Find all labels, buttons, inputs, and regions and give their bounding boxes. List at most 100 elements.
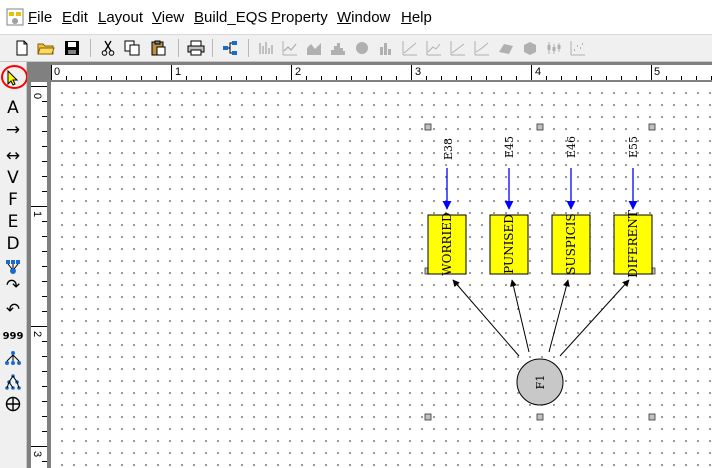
diagram-canvas[interactable]: E38 E45 E46 E55 WORRIED PUNISED SUSPICIS… xyxy=(51,82,712,468)
chart-button-1[interactable] xyxy=(256,38,276,58)
menu-file[interactable]: File xyxy=(28,9,53,26)
chart-button-6[interactable] xyxy=(376,38,396,58)
selection-handle[interactable] xyxy=(424,413,432,421)
line-chart-icon xyxy=(426,41,441,56)
rotate-ccw-icon: ↶ xyxy=(5,300,21,320)
factor-model-icon xyxy=(6,260,20,274)
double-arrow-icon: ↔ xyxy=(5,146,21,166)
numbers-tool-icon: 999 xyxy=(2,330,24,342)
loading-arrow[interactable] xyxy=(559,279,630,357)
chart-button-11[interactable] xyxy=(496,38,516,58)
hierarchy-tool-button[interactable] xyxy=(2,372,24,392)
v-tool-icon: V xyxy=(7,168,19,188)
chart-button-14[interactable] xyxy=(568,38,588,58)
copy-button[interactable] xyxy=(122,38,142,58)
chart-button-2[interactable] xyxy=(280,38,300,58)
menu-property[interactable]: Property xyxy=(271,9,328,26)
vertical-ruler[interactable]: 0 1 2 3 xyxy=(27,82,51,468)
f-tool-button[interactable]: F xyxy=(2,190,24,210)
ruler-label: 1 xyxy=(31,210,44,218)
cut-button[interactable] xyxy=(98,38,118,58)
cube-chart-icon xyxy=(524,42,536,55)
ruler-label: 0 xyxy=(54,66,61,78)
selection-handle[interactable] xyxy=(536,413,544,421)
pie-chart-icon xyxy=(356,42,368,54)
error-label-e55[interactable]: E55 xyxy=(627,136,640,158)
variable-label-diferent: DIFERENT xyxy=(626,210,640,278)
variable-box-punised[interactable] xyxy=(489,214,529,275)
ruler-label: 0 xyxy=(31,92,44,100)
chart-button-4[interactable] xyxy=(328,38,348,58)
line-chart-icon xyxy=(282,41,297,56)
print-button[interactable] xyxy=(186,38,206,58)
ruler-label: 2 xyxy=(295,66,302,78)
ruler-ticks xyxy=(51,65,712,80)
menu-help[interactable]: Help xyxy=(401,9,432,26)
error-label-e45[interactable]: E45 xyxy=(503,136,516,158)
error-label-e38[interactable]: E38 xyxy=(442,138,455,160)
horizontal-ruler[interactable]: 0 1 2 3 4 5 xyxy=(51,62,712,82)
text-tool-button[interactable]: A xyxy=(2,98,24,118)
rotate-cw-button[interactable]: ↷ xyxy=(2,276,24,296)
save-button[interactable] xyxy=(62,38,82,58)
area-chart-icon xyxy=(307,43,321,55)
d-tool-button[interactable]: D xyxy=(2,234,24,254)
selection-handle[interactable] xyxy=(648,123,656,131)
chart-button-13[interactable] xyxy=(544,38,564,58)
loading-arrow[interactable] xyxy=(452,279,520,357)
chart-button-5[interactable] xyxy=(352,38,372,58)
v-tool-button[interactable]: V xyxy=(2,168,24,188)
new-file-button[interactable] xyxy=(12,38,32,58)
numbers-tool-button[interactable]: 999 xyxy=(2,326,24,346)
diagram-icon xyxy=(223,41,237,55)
tree-tool-button[interactable] xyxy=(2,348,24,368)
variable-box-diferent[interactable] xyxy=(613,214,653,275)
menu-layout[interactable]: Layout xyxy=(98,9,144,26)
chart-button-10[interactable] xyxy=(472,38,492,58)
variable-box-worried[interactable] xyxy=(427,214,467,275)
paste-button[interactable] xyxy=(148,38,168,58)
crosshair-icon xyxy=(5,396,21,412)
tree-icon xyxy=(5,351,21,365)
menu-window[interactable]: Window xyxy=(337,9,391,26)
chart-button-7[interactable] xyxy=(400,38,420,58)
error-label-e46[interactable]: E46 xyxy=(565,136,578,158)
chart-button-8[interactable] xyxy=(424,38,444,58)
chart-button-9[interactable] xyxy=(448,38,468,58)
error-arrows xyxy=(442,168,638,210)
chart-button-12[interactable] xyxy=(520,38,540,58)
rotate-ccw-button[interactable]: ↶ xyxy=(2,300,24,320)
crosshair-tool-button[interactable] xyxy=(2,394,24,414)
variable-label-suspicis: SUSPICIS xyxy=(564,213,578,275)
arrow-tool-button[interactable]: → xyxy=(2,120,24,140)
ruler-label: 3 xyxy=(415,66,422,78)
menu-edit[interactable]: Edit xyxy=(62,9,88,26)
ruler-label: 3 xyxy=(31,450,44,458)
arrow-right-icon: → xyxy=(5,120,21,140)
open-file-button[interactable] xyxy=(36,38,56,58)
chart-button-3[interactable] xyxy=(304,38,324,58)
variable-box-suspicis[interactable] xyxy=(551,214,591,275)
loading-arrow[interactable] xyxy=(548,279,570,353)
open-folder-icon xyxy=(37,43,55,55)
double-arrow-tool-button[interactable]: ↔ xyxy=(2,146,24,166)
selection-handle[interactable] xyxy=(536,123,544,131)
ruler-corner xyxy=(27,62,51,82)
diagram-tool-button[interactable] xyxy=(220,38,240,58)
paste-icon xyxy=(151,40,166,56)
toolbar-separator xyxy=(178,39,179,57)
ruler-label: 2 xyxy=(31,330,44,338)
selection-handle[interactable] xyxy=(648,413,656,421)
d-tool-icon: D xyxy=(6,234,20,254)
path-diagram: E38 E45 E46 E55 WORRIED PUNISED SUSPICIS… xyxy=(424,123,656,421)
factor-circle-f1[interactable] xyxy=(516,358,564,406)
e-tool-button[interactable]: E xyxy=(2,212,24,232)
menu-bar: File Edit Layout View Build_EQS Property… xyxy=(0,0,712,34)
ruler-ticks xyxy=(31,86,47,462)
loading-arrow[interactable] xyxy=(510,279,530,353)
menu-view[interactable]: View xyxy=(152,9,185,26)
factor-model-tool-button[interactable] xyxy=(2,257,24,277)
ruler-label: 5 xyxy=(654,66,661,78)
menu-build-eqs[interactable]: Build_EQS xyxy=(194,9,268,26)
selection-handle[interactable] xyxy=(424,123,432,131)
